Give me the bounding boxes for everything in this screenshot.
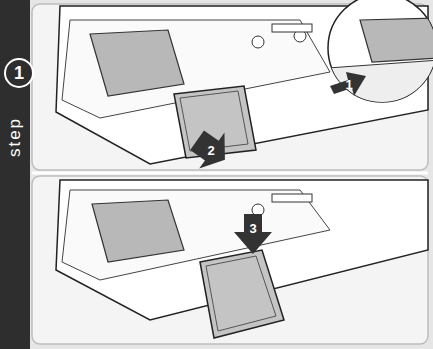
step-word: step bbox=[5, 117, 25, 157]
callout-number: 3 bbox=[249, 222, 256, 235]
callout-number: 1 bbox=[345, 78, 352, 91]
step-number: 1 bbox=[14, 63, 24, 84]
step-number-circle: 1 bbox=[4, 58, 34, 88]
callout-number: 2 bbox=[207, 144, 214, 157]
step-band: step 1 bbox=[0, 58, 30, 178]
